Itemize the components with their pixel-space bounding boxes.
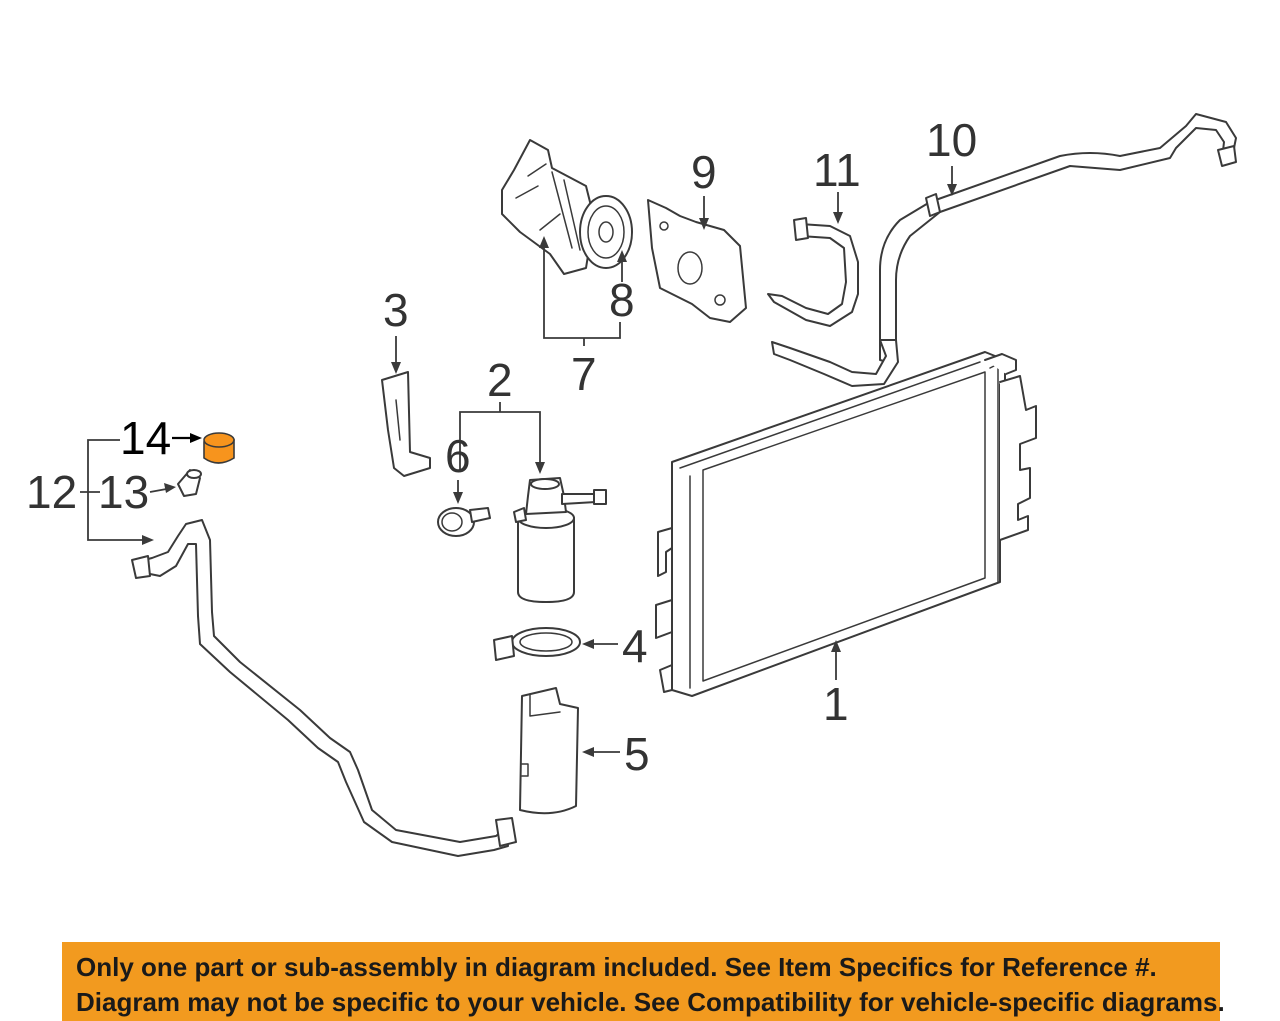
callout-13: 13 <box>98 466 149 518</box>
valve-part-13 <box>177 469 202 497</box>
notice-banner-background <box>62 942 1220 1021</box>
callout-9: 9 <box>691 146 717 198</box>
condenser-part-1 <box>655 351 1037 697</box>
notice-line-1: Only one part or sub-assembly in diagram… <box>76 952 1157 982</box>
callout-7: 7 <box>571 348 597 400</box>
callout-2: 2 <box>487 354 513 406</box>
compressor-part-7 <box>501 139 595 275</box>
callout-10: 10 <box>926 114 977 166</box>
clutch-part-8 <box>579 195 633 269</box>
notice-banner: Only one part or sub-assembly in diagram… <box>62 942 1225 1021</box>
notice-line-2: Diagram may not be specific to your vehi… <box>76 987 1225 1017</box>
callout-1: 1 <box>823 678 849 730</box>
callout-6: 6 <box>445 430 471 482</box>
hose-part-12 <box>131 519 517 857</box>
callout-4: 4 <box>622 620 648 672</box>
callout-5: 5 <box>624 728 650 780</box>
bracket-part-3 <box>381 371 431 477</box>
switch-part-6 <box>437 507 491 537</box>
hose-part-11 <box>767 217 899 387</box>
cap-part-14-highlighted <box>203 432 235 464</box>
callout-3: 3 <box>383 284 409 336</box>
leader-lines <box>80 166 957 757</box>
bracket-part-9 <box>647 199 747 323</box>
receiver-dryer-part-2 <box>513 477 607 603</box>
callout-14: 14 <box>120 412 171 464</box>
strap-part-4 <box>493 627 581 661</box>
cover-part-5 <box>519 687 579 815</box>
callout-12: 12 <box>26 466 77 518</box>
callout-11: 11 <box>813 144 861 196</box>
hose-part-10 <box>879 113 1237 365</box>
callout-8: 8 <box>609 274 635 326</box>
